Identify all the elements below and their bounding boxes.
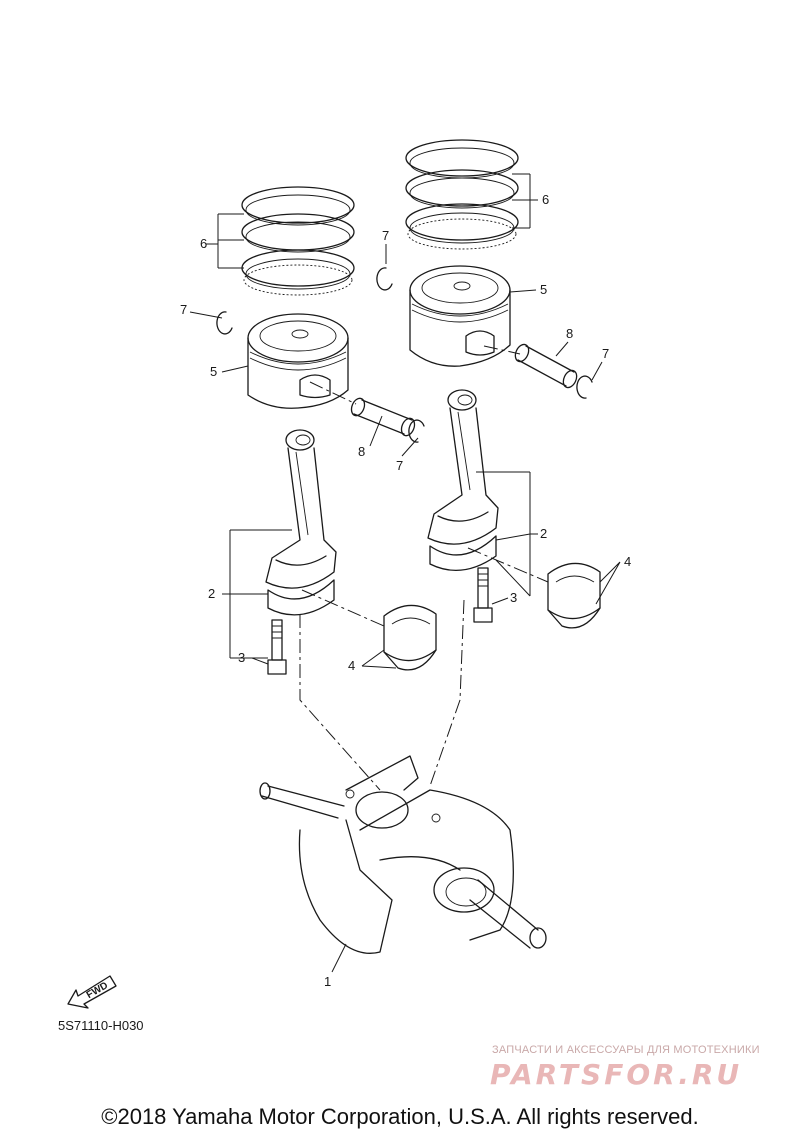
callout-6-right: 6 (542, 192, 549, 207)
callout-7-right-bottom: 7 (602, 346, 609, 361)
callout-1: 1 (324, 974, 331, 989)
callout-8-right: 8 (566, 326, 573, 341)
callout-4-left: 4 (348, 658, 355, 673)
callout-2-left: 2 (208, 586, 215, 601)
crankshaft (259, 755, 547, 954)
piston-pin-right (514, 343, 578, 389)
circlip-left-top (216, 311, 233, 335)
connecting-rod-left (265, 429, 337, 616)
bearing-shell-left (383, 604, 437, 671)
callout-7-left-top: 7 (180, 302, 187, 317)
callout-4-right: 4 (624, 554, 631, 569)
leader-lines (189, 173, 621, 973)
callout-7-right-top: 7 (382, 228, 389, 243)
piston-pin-left (350, 397, 416, 437)
piston-left (247, 313, 349, 409)
callout-5-left: 5 (210, 364, 217, 379)
callout-8-left: 8 (358, 444, 365, 459)
connecting-rod-right (427, 389, 499, 571)
circlip-right-top (376, 267, 393, 291)
callout-6-left: 6 (200, 236, 207, 251)
piston-rings-left (241, 186, 355, 296)
callout-7-left-bottom: 7 (396, 458, 403, 473)
callout-3-left: 3 (238, 650, 245, 665)
fwd-label: FWD (85, 980, 110, 1001)
piston-rings-right (405, 139, 519, 250)
piston-right (409, 265, 511, 367)
callout-3-right: 3 (510, 590, 517, 605)
diagram-code: 5S71110-H030 (58, 1018, 144, 1033)
bearing-shell-right (547, 562, 601, 629)
copyright-notice: ©2018 Yamaha Motor Corporation, U.S.A. A… (101, 1104, 699, 1129)
rod-bolt-left (267, 619, 287, 675)
fwd-arrow-icon: FWD (67, 975, 117, 1009)
circlip-left-bottom (408, 419, 425, 443)
watermark-logo: PARTSFOR.RU (490, 1058, 743, 1091)
callout-5-right: 5 (540, 282, 547, 297)
rod-bolt-right (473, 567, 493, 623)
assembly-lines (299, 345, 549, 791)
circlip-right-bottom (576, 375, 593, 399)
callout-2-right: 2 (540, 526, 547, 541)
watermark-tagline: ЗАПЧАСТИ И АКСЕССУАРЫ ДЛЯ МОТОТЕХНИКИ (492, 1044, 760, 1056)
